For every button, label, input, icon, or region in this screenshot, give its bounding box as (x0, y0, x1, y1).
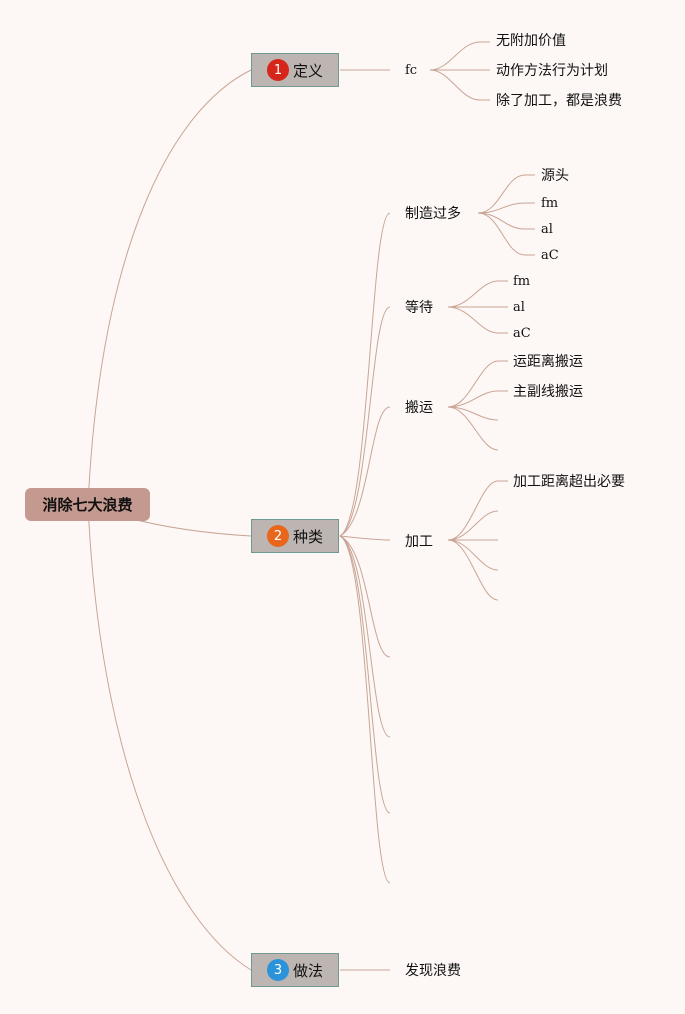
node-fc[interactable]: fc (405, 63, 418, 78)
node-definition-item[interactable]: 无附加价值 (496, 33, 566, 49)
branch-label: 种类 (292, 527, 323, 546)
root-node[interactable]: 消除七大浪费 (25, 488, 150, 521)
node-overproduction-item[interactable]: fm (541, 196, 559, 211)
node-transport-item[interactable]: 运距离搬运 (513, 354, 583, 370)
branch-method[interactable]: 3 做法 (251, 953, 339, 987)
node-overproduction-item[interactable]: 源头 (541, 168, 569, 184)
node-processing-item[interactable]: 加工距离超出必要 (513, 474, 625, 490)
branch-definition[interactable]: 1 定义 (251, 53, 339, 87)
number-badge-2: 2 (266, 525, 289, 547)
node-waiting-item[interactable]: fm (513, 274, 531, 289)
branch-label: 做法 (292, 961, 323, 980)
node-transport-item[interactable]: 主副线搬运 (513, 384, 583, 400)
node-definition-item[interactable]: 动作方法行为计划 (496, 63, 608, 79)
node-definition-item[interactable]: 除了加工，都是浪费 (496, 93, 622, 109)
node-waiting-item[interactable]: aC (513, 326, 531, 341)
node-transport[interactable]: 搬运 (405, 400, 433, 416)
connector-root-definition (87, 69, 252, 506)
node-overproduction-item[interactable]: aC (541, 248, 559, 263)
branch-label: 定义 (292, 61, 323, 80)
node-waiting-item[interactable]: al (513, 300, 525, 315)
node-waiting[interactable]: 等待 (405, 300, 433, 316)
node-processing[interactable]: 加工 (405, 534, 433, 550)
number-badge-3: 3 (266, 959, 289, 981)
connector-root-method (87, 504, 252, 971)
node-overproduction[interactable]: 制造过多 (405, 206, 461, 222)
node-overproduction-item[interactable]: al (541, 222, 553, 237)
node-discover-waste[interactable]: 发现浪费 (405, 963, 461, 979)
number-badge-1: 1 (266, 59, 289, 81)
branch-types[interactable]: 2 种类 (251, 519, 339, 553)
